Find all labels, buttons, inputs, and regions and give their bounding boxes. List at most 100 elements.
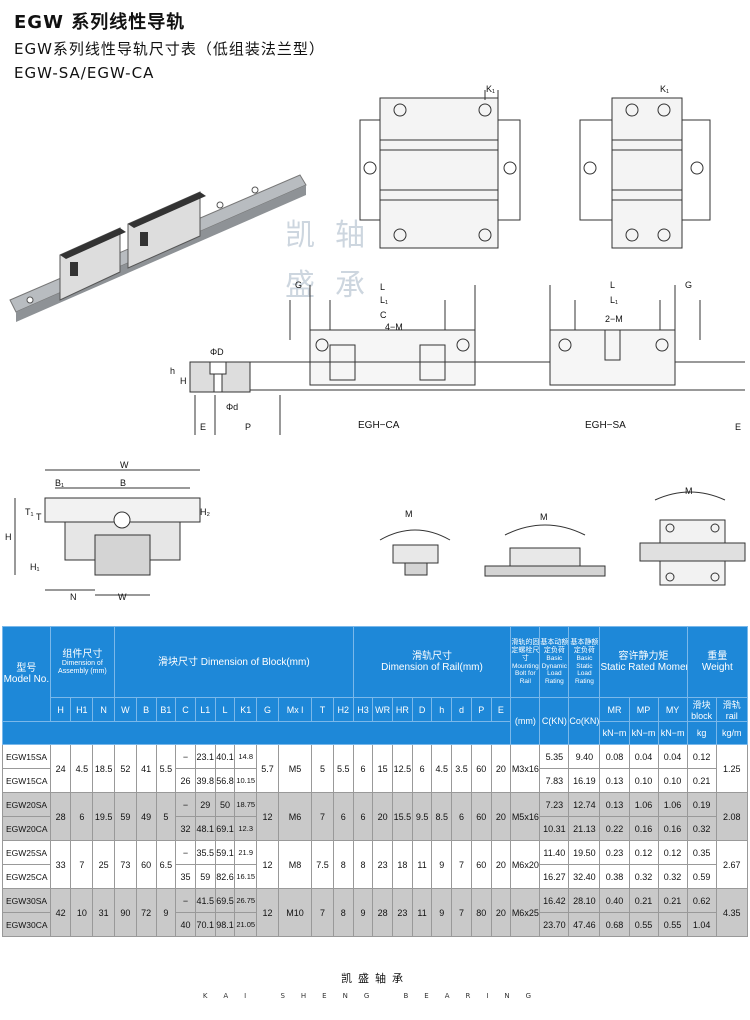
technical-drawings: 凯 轴 盛 承 K₁ K₁ (5, 84, 746, 602)
table-cell: 9 (155, 888, 177, 937)
table-cell: 80 (470, 888, 492, 937)
col-G: G (256, 697, 279, 722)
table-cell: − (175, 744, 196, 769)
table-cell: 35.5 (194, 840, 216, 865)
col-dyn-unit: C(KN) (539, 697, 570, 745)
table-cell: 9 (352, 888, 374, 937)
table-cell: 10.31 (539, 816, 570, 841)
table-cell: 18.75 (234, 792, 258, 817)
table-cell: 7 (451, 888, 472, 937)
dim-c: C (380, 310, 387, 320)
table-cell: 1.25 (715, 744, 749, 793)
col-B: B (135, 697, 157, 722)
table-cell: 2.08 (715, 792, 749, 841)
table-cell: 0.10 (657, 768, 688, 793)
col-H3: H3 (352, 697, 374, 722)
table-cell: 47.46 (568, 912, 601, 937)
table-cell: 60 (470, 840, 492, 889)
col-P: P (470, 697, 492, 722)
dim-h: H (5, 532, 12, 542)
col-sta-unit: Co(KN) (568, 697, 601, 745)
table-cell: 32 (175, 816, 196, 841)
table-cell: 9.40 (568, 744, 601, 769)
table-cell: EGW25CA (2, 864, 51, 889)
table-cell: 4.35 (715, 888, 749, 937)
table-cell: 9 (431, 888, 453, 937)
dim-phi-D: ΦD (210, 347, 224, 357)
col-H: H (49, 697, 72, 722)
table-cell: 16.42 (539, 888, 570, 913)
table-cell: 28.10 (568, 888, 601, 913)
moment-mp-diagram (484, 524, 606, 577)
table-cell: 0.04 (628, 744, 659, 769)
table-cell: 2.67 (715, 840, 749, 889)
table-cell: 11 (411, 840, 433, 889)
table-cell: 0.40 (599, 888, 630, 913)
table-cell: 8 (332, 840, 354, 889)
table-cell: 12.74 (568, 792, 601, 817)
table-cell: 5 (155, 792, 177, 841)
table-cell: 7.83 (539, 768, 570, 793)
dim-g-sa: G (685, 280, 692, 290)
table-cell: 6 (411, 744, 433, 793)
table-cell: M6x25 (510, 888, 541, 937)
col-MP: MP (628, 697, 659, 722)
table-cell: 0.21 (686, 768, 717, 793)
table-cell: − (175, 888, 196, 913)
table-cell: 72 (135, 888, 157, 937)
table-cell: 0.13 (599, 792, 630, 817)
unit-mp: kN−m (628, 721, 659, 745)
unit-block: kg (686, 721, 717, 745)
dim-t: T (36, 512, 42, 522)
dim-l1-sa: L₁ (610, 295, 618, 305)
col-K1: K1 (234, 697, 258, 722)
table-cell: EGW15CA (2, 768, 51, 793)
col-C: C (175, 697, 196, 722)
table-cell: 12 (256, 840, 279, 889)
table-cell: 23 (392, 888, 413, 937)
table-cell: 0.32 (686, 816, 717, 841)
table-cell: 0.35 (686, 840, 717, 865)
table-cell: 12 (256, 888, 279, 937)
table-cell: M6x20 (510, 840, 541, 889)
table-cell: 0.38 (599, 864, 630, 889)
table-cell: 35 (175, 864, 196, 889)
dim-e-right: E (735, 422, 741, 432)
table-cell: 98.1 (214, 912, 236, 937)
table-cell: 12.3 (234, 816, 258, 841)
dim-k1-sa: K₁ (660, 84, 669, 94)
table-cell: 4.5 (431, 744, 453, 793)
table-cell: 6 (352, 792, 374, 841)
table-cell: 59 (114, 792, 137, 841)
table-cell: 10 (70, 888, 94, 937)
col-W: W (114, 697, 137, 722)
table-cell: 26 (175, 768, 196, 793)
table-cell: 0.55 (657, 912, 688, 937)
table-cell: 23.1 (194, 744, 216, 769)
table-cell: 0.22 (599, 816, 630, 841)
table-cell: 40.1 (214, 744, 236, 769)
col-HR: HR (392, 697, 413, 722)
table-cell: 18.5 (92, 744, 116, 793)
label-egh-ca: EGH−CA (358, 420, 400, 431)
dim-l-sa: L (610, 280, 615, 290)
table-cell: 6 (70, 792, 94, 841)
table-cell: 20 (372, 792, 394, 841)
table-cell: 20 (490, 840, 512, 889)
table-cell: 5.5 (155, 744, 177, 793)
table-cell: 12 (256, 792, 279, 841)
table-cell: 69.1 (214, 816, 236, 841)
table-cell: 20 (490, 744, 512, 793)
table-cell: 11.40 (539, 840, 570, 865)
table-cell: 16.27 (539, 864, 570, 889)
table-cell: 7.5 (311, 840, 334, 889)
table-cell: 20 (490, 888, 512, 937)
